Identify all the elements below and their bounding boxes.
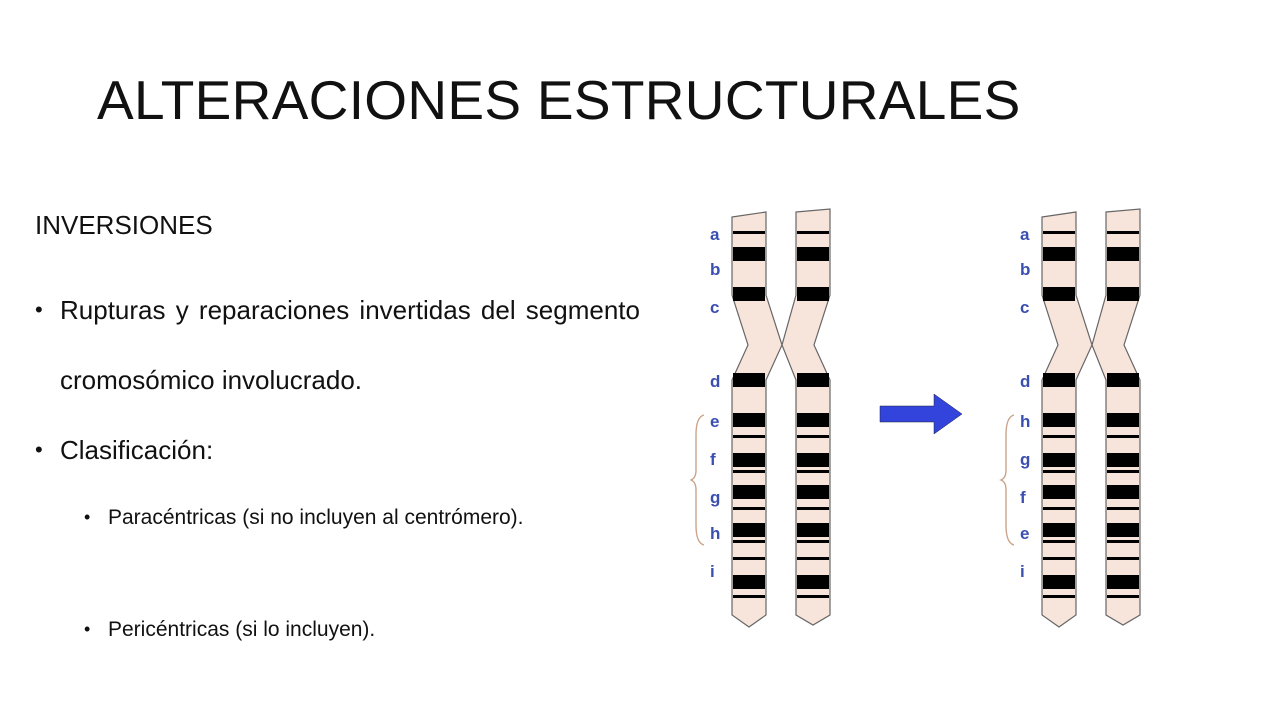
bullet-text: Clasificación: [60, 435, 214, 465]
sub-bullet-text: Pericéntricas (si lo incluyen). [108, 618, 376, 641]
after-band [1107, 485, 1139, 499]
after-band [1107, 575, 1139, 589]
before-band [733, 413, 765, 427]
before-label: b [710, 260, 720, 279]
after-thin-band [1107, 557, 1139, 560]
before-band [797, 373, 829, 387]
after-band [1107, 453, 1139, 467]
before-label: h [710, 524, 720, 543]
after-label: h [1020, 412, 1030, 431]
after-label: b [1020, 260, 1030, 279]
before-label: f [710, 450, 716, 469]
before-band [797, 287, 829, 301]
bullet-dot: • [84, 507, 91, 527]
after-thin-band [1043, 540, 1075, 543]
before-label: i [710, 562, 715, 581]
before-thin-band [733, 470, 765, 473]
before-thin-band [733, 435, 765, 438]
before-band [797, 413, 829, 427]
after-band [1043, 523, 1075, 537]
after-band [1043, 287, 1075, 301]
after-label: a [1020, 225, 1030, 244]
sub-bullet-item: • Pericéntricas (si lo incluyen). [84, 602, 548, 657]
before-thin-band [797, 507, 829, 510]
bullet-item: • Clasificación: [35, 415, 620, 485]
after-band [1043, 575, 1075, 589]
after-band [1107, 287, 1139, 301]
after-band [1043, 485, 1075, 499]
after-thin-band [1107, 470, 1139, 473]
before-thin-band [797, 435, 829, 438]
slide-title: ALTERACIONES ESTRUCTURALES [97, 69, 1021, 131]
after-brace [999, 414, 1015, 546]
before-thin-band [797, 540, 829, 543]
before-band [733, 287, 765, 301]
before-thin-band [733, 595, 765, 598]
after-band [1043, 373, 1075, 387]
after-thin-band [1043, 435, 1075, 438]
before-thin-band [733, 231, 765, 234]
before-band [797, 453, 829, 467]
before-label: a [710, 225, 720, 244]
sub-bullet-text: Paracéntricas (si no incluyen al centróm… [108, 506, 524, 529]
section-heading: INVERSIONES [35, 210, 213, 240]
sub-bullet-item: • Paracéntricas (si no incluyen al centr… [84, 490, 548, 545]
bullet-dot: • [35, 437, 43, 462]
before-band [733, 453, 765, 467]
before-thin-band [733, 540, 765, 543]
before-label: g [710, 488, 720, 507]
after-band [1107, 247, 1139, 261]
after-label: g [1020, 450, 1030, 469]
before-thin-band [797, 470, 829, 473]
bullet-text: Rupturas y reparaciones invertidas del s… [60, 295, 640, 395]
after-label: d [1020, 372, 1030, 391]
arrow-icon [879, 393, 963, 435]
before-band [797, 247, 829, 261]
after-thin-band [1107, 435, 1139, 438]
before-band [733, 485, 765, 499]
after-band [1107, 373, 1139, 387]
before-label: c [710, 298, 719, 317]
after-label: i [1020, 562, 1025, 581]
before-band [797, 523, 829, 537]
after-thin-band [1107, 540, 1139, 543]
before-label: d [710, 372, 720, 391]
after-band [1107, 523, 1139, 537]
before-brace [689, 414, 705, 546]
after-label: e [1020, 524, 1029, 543]
after-thin-band [1043, 507, 1075, 510]
before-band [797, 575, 829, 589]
after-thin-band [1107, 231, 1139, 234]
after-band [1043, 413, 1075, 427]
bullet-dot: • [84, 619, 91, 639]
before-band [733, 523, 765, 537]
before-thin-band [733, 507, 765, 510]
before-band [797, 485, 829, 499]
before-band [733, 575, 765, 589]
before-thin-band [733, 557, 765, 560]
after-thin-band [1043, 595, 1075, 598]
after-thin-band [1107, 507, 1139, 510]
before-thin-band [797, 557, 829, 560]
after-thin-band [1107, 595, 1139, 598]
after-thin-band [1043, 470, 1075, 473]
after-thin-band [1043, 557, 1075, 560]
before-band [733, 247, 765, 261]
after-thin-band [1043, 231, 1075, 234]
after-band [1043, 247, 1075, 261]
after-band [1107, 413, 1139, 427]
before-thin-band [797, 595, 829, 598]
bullet-dot: • [35, 297, 43, 322]
before-label: e [710, 412, 719, 431]
after-band [1043, 453, 1075, 467]
after-label: f [1020, 488, 1026, 507]
after-label: c [1020, 298, 1029, 317]
bullet-item: • Rupturas y reparaciones invertidas del… [35, 275, 640, 415]
before-thin-band [797, 231, 829, 234]
before-band [733, 373, 765, 387]
